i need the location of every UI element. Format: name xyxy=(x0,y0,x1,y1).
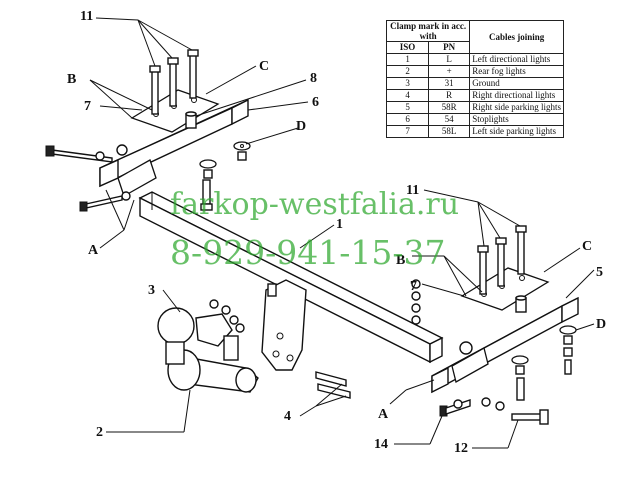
callout-12: 12 xyxy=(454,441,468,456)
callout-14: 14 xyxy=(374,437,388,452)
row-desc: Stoplights xyxy=(469,113,564,126)
right-long-bolts xyxy=(477,225,527,295)
table-row: 4 R Right directional lights xyxy=(385,89,564,102)
right-side-rail xyxy=(431,296,579,394)
table-row: 1 L Left directional lights xyxy=(385,53,564,66)
callout-A-left: A xyxy=(88,243,99,258)
callout-4: 4 xyxy=(284,409,291,424)
row-iso: 7 xyxy=(385,125,430,138)
row-desc: Rear fog lights xyxy=(469,65,564,78)
table-row: 5 58R Right side parking lights xyxy=(385,101,564,114)
callout-7-left: 7 xyxy=(84,99,91,114)
row-desc: Right directional lights xyxy=(469,89,564,102)
row-pn: 54 xyxy=(428,113,471,126)
table-row: 6 54 Stoplights xyxy=(385,113,564,126)
left-long-bolts xyxy=(149,49,199,115)
right-washer-stack xyxy=(411,279,473,355)
row-desc: Left side parking lights xyxy=(469,125,564,138)
bottom-bolts-14 xyxy=(439,399,471,417)
row-desc: Left directional lights xyxy=(469,53,564,66)
row-desc: Right side parking lights xyxy=(469,101,564,114)
bottom-bolts-12 xyxy=(481,397,549,425)
callout-D-left: D xyxy=(296,119,306,134)
callout-8: 8 xyxy=(310,71,317,86)
watermark-site: farkop-westfalia.ru xyxy=(170,187,459,222)
table-col-pn: PN xyxy=(428,41,471,54)
row-iso: 5 xyxy=(385,101,430,114)
row-pn: R xyxy=(428,89,471,102)
callout-5: 5 xyxy=(596,265,603,280)
right-top-plate xyxy=(460,267,550,313)
row-pn: 58L xyxy=(428,125,471,138)
table-row: 2 + Rear fog lights xyxy=(385,65,564,78)
callout-1: 1 xyxy=(336,217,343,232)
callout-C-right: C xyxy=(582,239,592,254)
table-row: 3 31 Ground xyxy=(385,77,564,90)
callout-B-left: B xyxy=(67,72,76,87)
row-iso: 4 xyxy=(385,89,430,102)
row-pn: 31 xyxy=(428,77,471,90)
callout-D-right: D xyxy=(596,317,606,332)
table-col-iso: ISO xyxy=(385,41,430,54)
callout-11-top: 11 xyxy=(80,9,93,24)
row-pn: + xyxy=(428,65,471,78)
socket-washers xyxy=(209,299,245,333)
table-row: 7 58L Left side parking lights xyxy=(385,125,564,138)
cables-joining-table: Clamp mark in acc. with Cables joining I… xyxy=(385,20,564,138)
table-header-cables: Cables joining xyxy=(469,20,564,54)
callout-11-right: 11 xyxy=(406,183,419,198)
callout-6: 6 xyxy=(312,95,319,110)
callout-7-right: 7 xyxy=(410,279,417,294)
row-iso: 3 xyxy=(385,77,430,90)
row-iso: 2 xyxy=(385,65,430,78)
left-D-hardware xyxy=(199,141,251,211)
callout-A-bottom: A xyxy=(378,407,389,422)
callout-B-right: B xyxy=(396,253,405,268)
left-side-rail xyxy=(99,98,249,197)
row-desc: Ground xyxy=(469,77,564,90)
watermark-phone: 8-929-941-15-37 xyxy=(170,233,446,272)
center-mounting-bracket xyxy=(261,279,351,399)
table-header-clamp: Clamp mark in acc. with xyxy=(385,20,471,42)
callout-3: 3 xyxy=(148,283,155,298)
leader-lines xyxy=(89,17,595,449)
callout-2: 2 xyxy=(96,425,103,440)
callout-C-top: C xyxy=(259,59,269,74)
tow-ball-assembly xyxy=(157,307,259,393)
row-iso: 1 xyxy=(385,53,430,66)
row-iso: 6 xyxy=(385,113,430,126)
row-pn: L xyxy=(428,53,471,66)
row-pn: 58R xyxy=(428,101,471,114)
